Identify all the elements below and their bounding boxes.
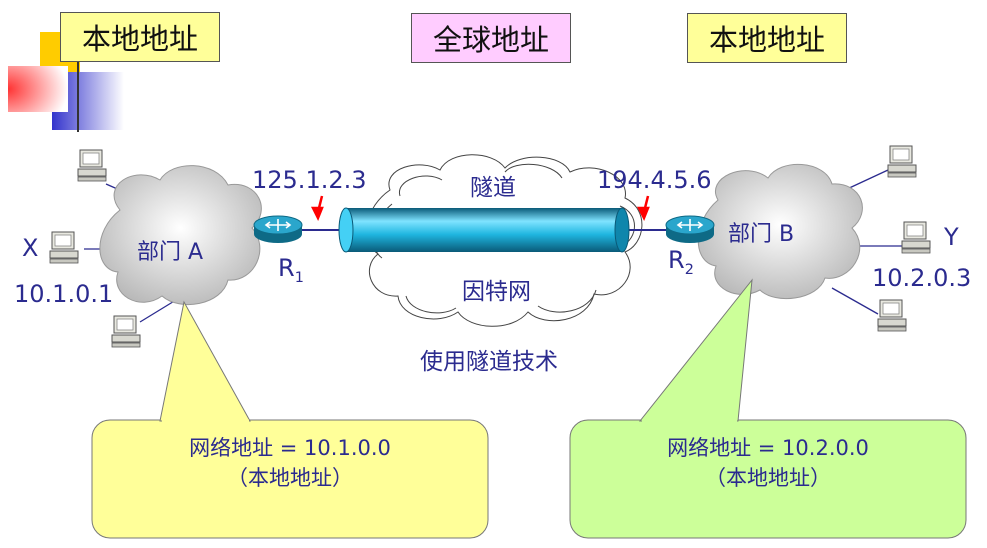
local-address-left-header: 本地地址 (60, 12, 220, 62)
pc-icon (887, 145, 917, 178)
router-r2-ip: 194.4.5.6 (597, 166, 712, 194)
callout-b (569, 278, 967, 539)
router-r1-ip: 125.1.2.3 (252, 166, 367, 194)
dept-b-cloud (697, 164, 863, 300)
host-y-label: Y (944, 223, 959, 251)
callout-b-network: 网络地址 = 10.2.0.0 (667, 436, 869, 460)
tunnel-caption: 使用隧道技术 (420, 349, 558, 375)
tunnel-label: 隧道 (470, 175, 516, 201)
host-x-ip: 10.1.0.1 (14, 280, 114, 308)
local-address-right-header: 本地地址 (687, 13, 847, 63)
tunnel-pipe (300, 207, 668, 253)
callout-b-note: （本地地址） (705, 466, 831, 490)
callout-a-note: （本地地址） (227, 466, 353, 490)
pc-x-icon (49, 231, 79, 264)
dept-a-cloud (99, 165, 262, 305)
pc-icon (877, 299, 907, 332)
host-x-label: X (22, 234, 39, 262)
pc-y-icon (901, 221, 931, 254)
global-address-header: 全球地址 (411, 13, 571, 63)
callout-a-network: 网络地址 = 10.1.0.0 (189, 436, 391, 460)
router-r2-icon (665, 215, 715, 244)
address-arrows (310, 195, 650, 222)
internet-label: 因特网 (462, 279, 531, 305)
dept-a-label: 部门 A (137, 240, 204, 265)
pc-icon (111, 315, 141, 348)
router-r2-label: R2 (668, 246, 694, 278)
router-r1-label: R1 (278, 254, 304, 286)
callout-a (91, 300, 489, 539)
host-y-ip: 10.2.0.3 (872, 264, 972, 292)
router-r1-icon (253, 215, 303, 244)
pc-icon (77, 149, 107, 182)
dept-b-label: 部门 B (728, 222, 795, 247)
